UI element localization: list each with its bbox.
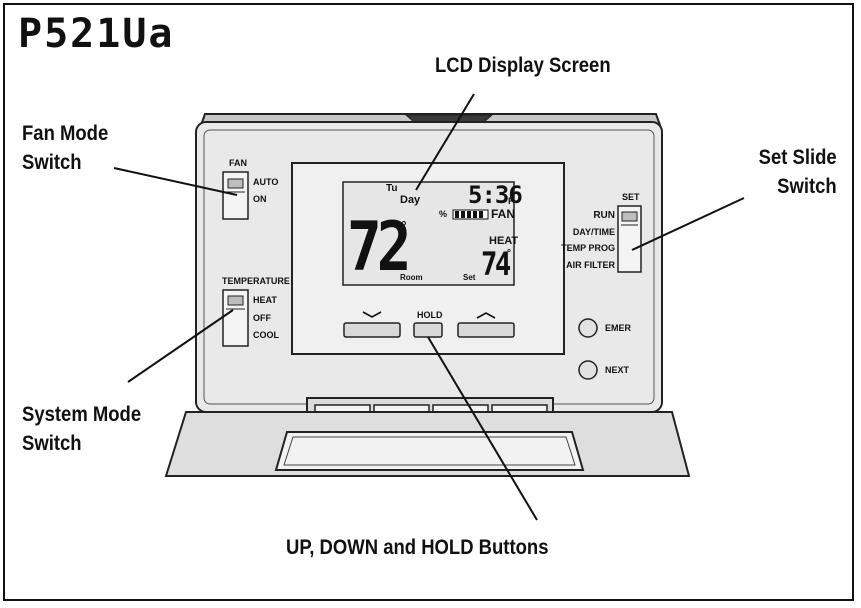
leader-set <box>631 197 745 251</box>
lcd-fan-label: FAN <box>491 207 515 221</box>
lcd-room-label: Room <box>400 273 423 282</box>
down-button <box>343 322 401 338</box>
callout-buttons: UP, DOWN and HOLD Buttons <box>286 536 549 559</box>
temperature-option-off[interactable]: OFF <box>253 313 271 323</box>
lcd-percent: % <box>439 209 448 219</box>
set-switch-title: SET <box>622 192 640 202</box>
hold-button <box>413 322 443 338</box>
temperature-option-heat[interactable]: HEAT <box>253 295 277 305</box>
set-option-temp-prog[interactable]: TEMP PROG <box>561 243 615 253</box>
down-chevron-icon <box>362 311 382 318</box>
up-chevron-icon <box>476 312 496 319</box>
hold-button-label[interactable]: HOLD <box>417 310 443 320</box>
fan-switch-knob <box>227 178 244 189</box>
lcd-time: 5:36 <box>468 181 523 209</box>
base-window-outer <box>274 431 585 471</box>
lcd-heat-label: HEAT <box>489 235 519 247</box>
callout-fan-mode-switch: Fan Mode Switch <box>22 122 109 174</box>
leader-fan <box>113 167 238 196</box>
lcd-screen <box>342 181 515 286</box>
temperature-option-cool[interactable]: COOL <box>253 330 279 340</box>
next-button <box>578 360 598 380</box>
lcd-signal-bar <box>452 209 489 220</box>
emer-label[interactable]: EMER <box>605 323 632 333</box>
lcd-ampm: P <box>508 196 515 206</box>
emer-button <box>578 318 598 338</box>
lcd-set-degree: ° <box>507 248 511 259</box>
temperature-switch-title: TEMPERATURE <box>222 276 290 286</box>
callout-set-slide-switch: Set Slide Switch <box>758 146 837 198</box>
lcd-day-abbrev: Tu <box>386 183 398 194</box>
lcd-set-label: Set <box>463 273 476 282</box>
set-option-day-time[interactable]: DAY/TIME <box>572 227 615 237</box>
diagram-frame <box>3 3 854 601</box>
set-option-run[interactable]: RUN <box>593 210 615 221</box>
housing-top-notch <box>404 114 494 123</box>
temperature-switch-knob <box>227 295 244 306</box>
leader-lcd <box>415 93 475 191</box>
fan-switch-title: FAN <box>229 158 247 168</box>
base-window-inner <box>283 436 576 466</box>
callout-system-mode-switch: System Mode Switch <box>22 403 142 455</box>
model-title: P521Ua <box>18 11 175 57</box>
next-label[interactable]: NEXT <box>605 365 630 375</box>
lcd-room-temp: 72 <box>347 208 411 287</box>
set-switch-knob <box>621 211 638 222</box>
leader-buttons <box>427 336 538 521</box>
callout-lcd-display: LCD Display Screen <box>435 54 611 77</box>
set-switch-frame <box>617 205 642 273</box>
set-option-air-filter[interactable]: AIR FILTER <box>566 260 615 270</box>
fan-option-auto[interactable]: AUTO <box>253 177 279 187</box>
up-button <box>457 322 515 338</box>
fan-option-on[interactable]: ON <box>253 194 267 204</box>
lcd-room-degree: ° <box>401 218 407 234</box>
lcd-day-label: Day <box>400 194 421 206</box>
leader-system <box>127 309 234 383</box>
lcd-set-temp: 74 <box>481 245 511 283</box>
